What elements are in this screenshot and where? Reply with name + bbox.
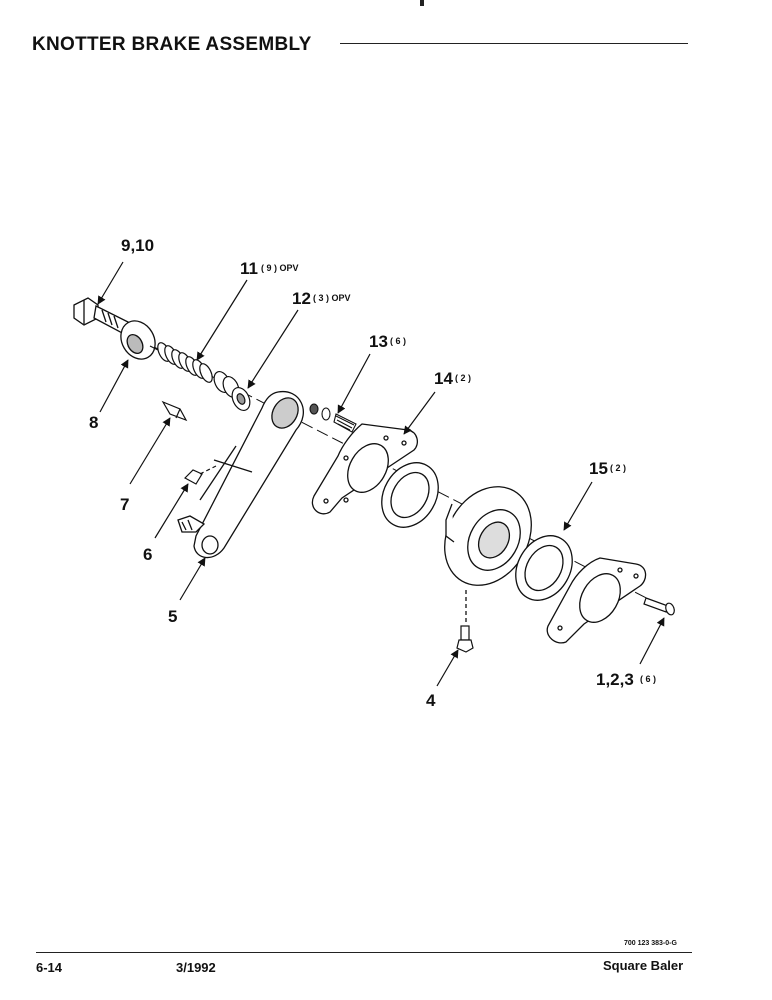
document-code: 700 123 383-0-G	[624, 940, 677, 947]
bearing-flange-upper-part	[311, 423, 419, 515]
product-name: Square Baler	[603, 958, 684, 973]
callout-13-qty: ( 6 )	[390, 336, 406, 346]
page-number: 6-14	[36, 960, 63, 975]
callout-14-qty: ( 2 )	[455, 373, 471, 383]
brake-lining-lower-part	[515, 535, 573, 601]
bolt-part	[73, 297, 129, 335]
leader-lines	[97, 261, 665, 687]
title-rule	[340, 43, 688, 44]
set-screw-part	[184, 465, 217, 485]
callout-labels: 9,10 11 ( 9 ) OPV 12 ( 3 ) OPV 13 ( 6 ) …	[89, 236, 656, 710]
key-part	[161, 400, 188, 422]
spring-part	[149, 342, 213, 383]
callout-12-qty: ( 3 ) OPV	[313, 293, 351, 303]
callout-11: 11	[240, 259, 258, 278]
callout-5: 5	[168, 607, 177, 626]
top-crop-mark	[420, 0, 424, 6]
spring-washers-part	[213, 371, 251, 411]
footer-rule	[36, 952, 692, 953]
callout-13: 13	[369, 332, 388, 351]
brake-arm-part	[177, 391, 304, 559]
callout-4: 4	[426, 691, 436, 710]
revision-date: 3/1992	[176, 960, 216, 975]
callout-1-2-3-qty: ( 6 )	[640, 674, 656, 684]
callout-11-qty: ( 9 ) OPV	[261, 263, 299, 273]
bearing-flange-lower-part	[546, 557, 647, 644]
callout-7: 7	[120, 495, 129, 514]
callout-12: 12	[292, 289, 311, 308]
callout-15: 15	[589, 459, 608, 478]
hub-bolt-part	[456, 625, 474, 653]
callout-9-10: 9,10	[121, 236, 154, 255]
brake-disc-part	[444, 486, 532, 624]
flange-bolt-part	[643, 597, 675, 616]
callout-1-2-3: 1,2,3	[596, 670, 634, 689]
brake-lining-upper-part	[381, 462, 439, 528]
page-title: KNOTTER BRAKE ASSEMBLY	[32, 34, 312, 55]
lock-nut-part	[309, 403, 357, 433]
callout-6: 6	[143, 545, 152, 564]
callout-14: 14	[434, 369, 453, 388]
callout-8: 8	[89, 413, 98, 432]
flat-washer-part	[120, 320, 156, 360]
callout-15-qty: ( 2 )	[610, 463, 626, 473]
